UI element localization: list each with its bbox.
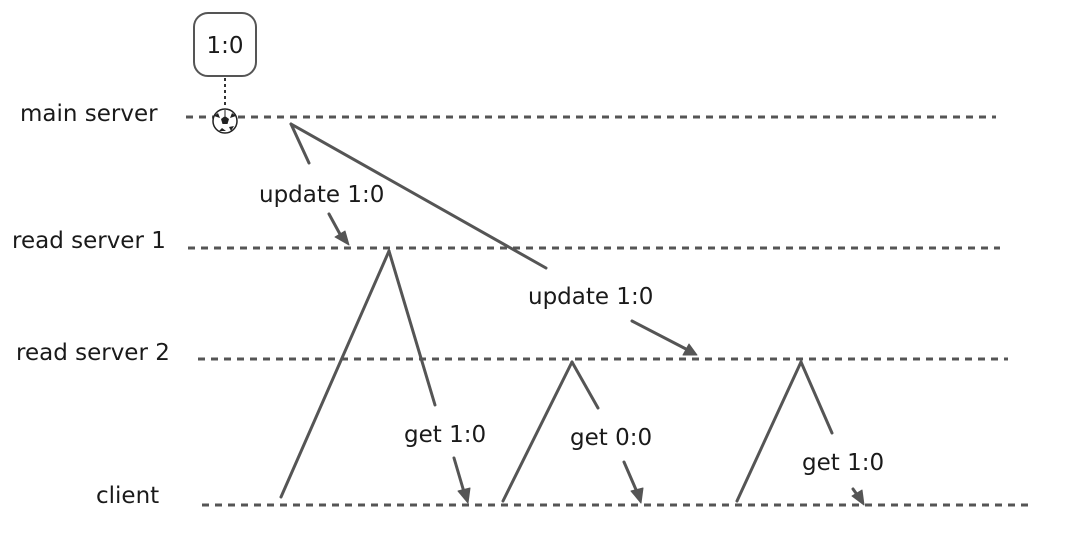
score-bubble-text: 1:0: [206, 33, 243, 59]
lane-label-main-server: main server: [20, 101, 158, 127]
arrowhead: [682, 343, 698, 356]
score-bubble: [193, 12, 257, 77]
message-label-update-1: update 1:0: [259, 182, 384, 208]
soccer-ball-icon: [212, 108, 238, 134]
request-get-read-server-1: get 1:0: [279, 249, 486, 504]
lane-label-client: client: [96, 483, 159, 509]
lane-label-read-server-1: read server 1: [12, 228, 166, 254]
lane-label-read-server-2: read server 2: [16, 340, 170, 366]
message-label-get-1: get 1:0: [404, 422, 486, 448]
message-label-get-3: get 1:0: [802, 450, 884, 476]
message-update-read-server-2: update 1:0: [289, 122, 698, 356]
message-label-update-2: update 1:0: [528, 284, 653, 310]
request-get-read-server-2-first: get 0:0: [501, 360, 652, 504]
arrowhead: [630, 487, 644, 504]
message-label-get-2: get 0:0: [570, 425, 652, 451]
arrowhead: [851, 489, 865, 506]
arrowhead: [334, 230, 350, 246]
message-update-read-server-1: update 1:0: [259, 122, 384, 246]
arrowhead: [457, 487, 471, 504]
request-get-read-server-2-second: get 1:0: [735, 360, 884, 506]
